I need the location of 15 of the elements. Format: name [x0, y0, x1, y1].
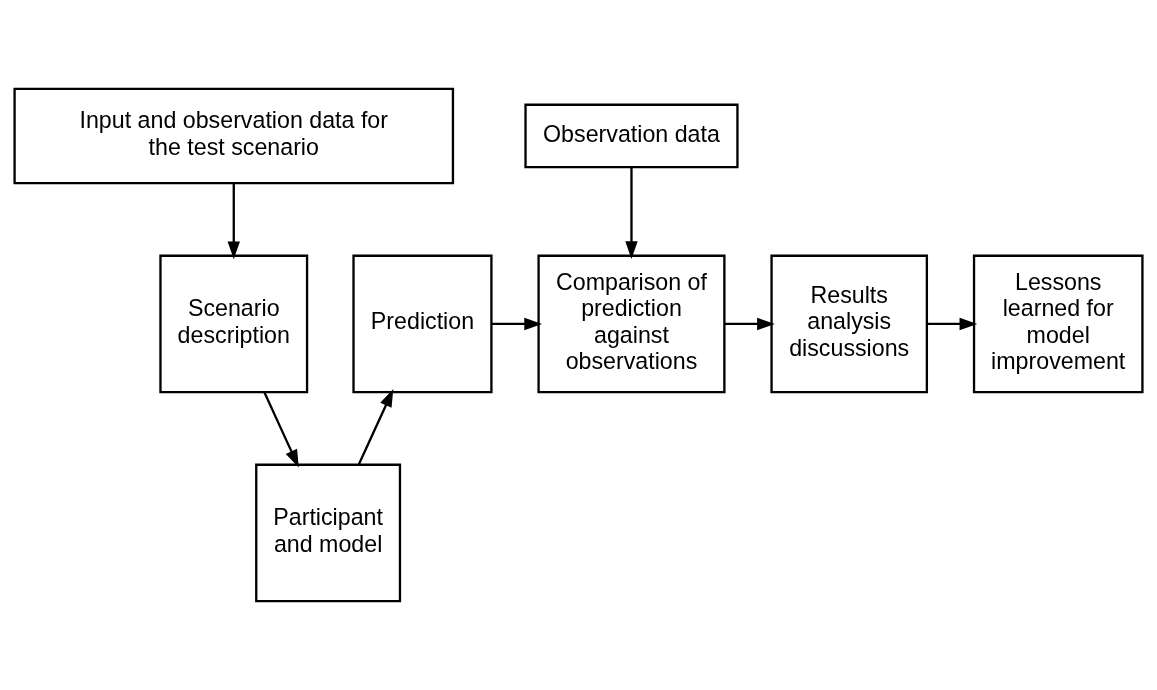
node-box: Lessons learned for model improvement: [972, 254, 1144, 394]
node-box: Observation data: [524, 103, 739, 169]
node-box: Comparison of prediction against observations: [537, 254, 726, 394]
arrow: [227, 183, 240, 260]
node-box: Results analysis discussions: [770, 254, 929, 394]
arrow: [724, 317, 775, 331]
arrow: [263, 391, 299, 468]
node-box: Input and observation data for the test scenario: [13, 87, 455, 185]
arrow: [491, 317, 542, 331]
node-box: Participant and model: [255, 463, 402, 603]
arrow: [625, 167, 638, 259]
node-box: Prediction: [352, 254, 493, 394]
arrow: [357, 389, 394, 465]
node-box: Scenario description: [159, 254, 309, 394]
arrow: [927, 317, 978, 331]
